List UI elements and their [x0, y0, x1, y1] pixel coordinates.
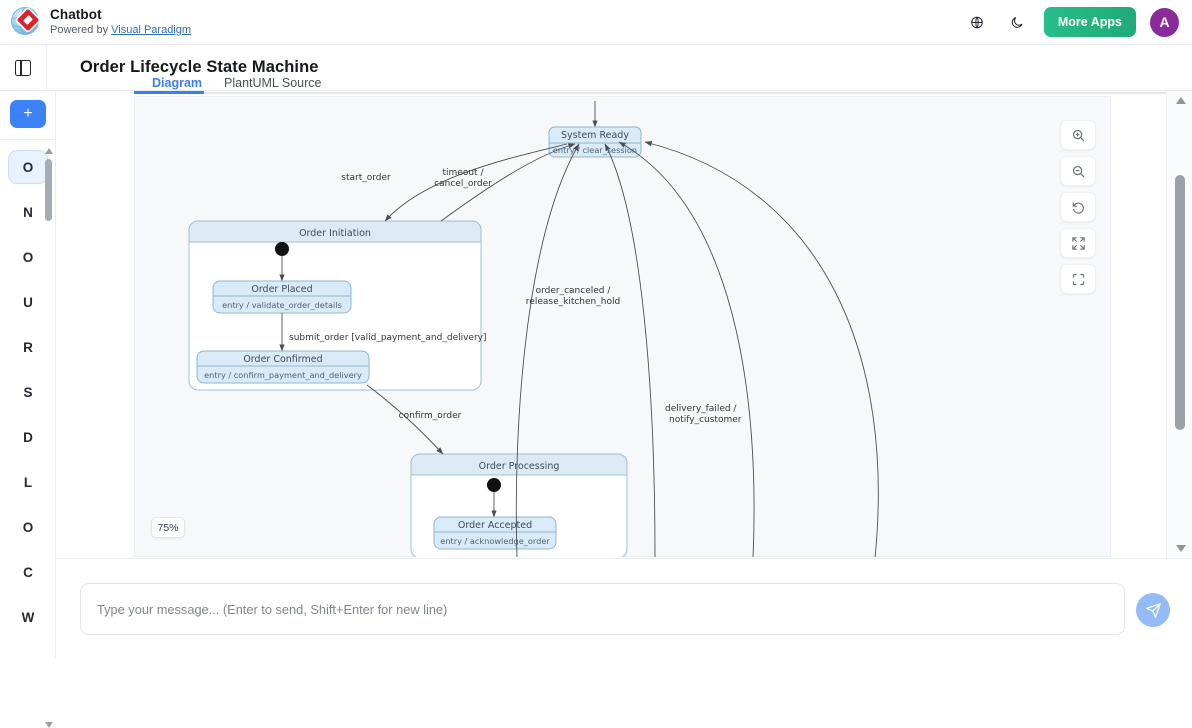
expand-icon[interactable]	[1060, 228, 1096, 258]
message-input[interactable]	[81, 584, 1124, 634]
conversation-item-0[interactable]: O	[8, 150, 48, 184]
conversation-item-7[interactable]: L	[23, 474, 33, 490]
state-label: Order Placed	[251, 284, 312, 295]
viewer-controls	[1060, 120, 1096, 300]
zoom-level-badge: 75%	[151, 517, 185, 538]
conversation-item-9[interactable]: C	[23, 564, 33, 580]
canvas-left-margin	[56, 96, 134, 557]
state-entry-label: entry / clear_session	[553, 145, 637, 155]
vendor-link[interactable]: Visual Paradigm	[111, 23, 192, 36]
moon-icon[interactable]	[1004, 9, 1030, 35]
fit-screen-icon[interactable]	[1060, 264, 1096, 294]
state-label: Order Accepted	[458, 520, 532, 531]
top-bar: Chatbot Powered by Visual Paradigm More …	[0, 0, 1192, 45]
initial-pseudostate	[275, 242, 289, 256]
tab-plantuml-source[interactable]: PlantUML Source	[224, 76, 322, 90]
scroll-up-arrow-icon[interactable]	[1176, 97, 1186, 104]
initial-pseudostate	[487, 478, 501, 492]
tab-bar: Diagram PlantUML Source	[56, 76, 1192, 91]
state-order-placed[interactable]: Order Placed entry / validate_order_deta…	[212, 280, 352, 314]
conversation-item-5[interactable]: S	[23, 384, 33, 400]
transition-label: start_order	[341, 173, 391, 183]
avatar[interactable]: A	[1150, 7, 1179, 37]
rail-scroll-down-arrow-icon[interactable]	[44, 722, 53, 728]
state-label: System Ready	[561, 130, 629, 141]
rail-scroll-thumb[interactable]	[45, 159, 52, 221]
reset-view-icon[interactable]	[1060, 192, 1096, 222]
brand: Chatbot Powered by Visual Paradigm	[0, 7, 191, 37]
state-label: Order Confirmed	[243, 354, 322, 365]
conversation-item-1[interactable]: N	[23, 204, 33, 220]
state-entry-label: entry / validate_order_details	[222, 300, 342, 310]
conversation-item-3[interactable]: U	[23, 294, 33, 310]
document-bar: Order Lifecycle State Machine	[0, 45, 1192, 91]
send-button[interactable]	[1136, 593, 1170, 627]
powered-by: Powered by Visual Paradigm	[50, 24, 191, 37]
conversation-item-6[interactable]: D	[23, 429, 33, 445]
transition-label: notify_customer	[669, 415, 742, 425]
new-chat-button[interactable]: +	[10, 100, 46, 128]
rail-scrollbar[interactable]	[44, 148, 53, 728]
page-title: Order Lifecycle State Machine	[80, 58, 319, 76]
tab-diagram[interactable]: Diagram	[152, 76, 203, 90]
canvas-right-margin	[1111, 96, 1166, 557]
state-machine-diagram: System Ready entry / clear_session Order…	[188, 101, 879, 557]
transition-label: delivery_failed /	[665, 404, 737, 414]
more-apps-button[interactable]: More Apps	[1043, 7, 1136, 37]
conversation-item-4[interactable]: R	[23, 339, 33, 355]
globe-icon[interactable]	[964, 9, 990, 35]
state-label: Order Processing	[479, 461, 560, 472]
scroll-down-arrow-icon[interactable]	[1176, 545, 1186, 552]
state-entry-label: entry / acknowledge_order	[440, 536, 550, 546]
tab-inactive-track	[204, 92, 1192, 94]
viewer-scrollbar[interactable]	[1166, 91, 1192, 558]
message-input-wrapper[interactable]	[80, 583, 1125, 635]
transition-label: order_canceled /	[536, 286, 612, 296]
zoom-out-icon[interactable]	[1060, 156, 1096, 186]
app-title: Chatbot	[50, 7, 102, 23]
state-label: Order Initiation	[299, 228, 371, 239]
state-entry-label: entry / confirm_payment_and_delivery	[204, 370, 362, 380]
conversation-item-2[interactable]: O	[22, 249, 34, 265]
transition-label: timeout /	[443, 168, 485, 178]
diagram-canvas[interactable]: System Ready entry / clear_session Order…	[134, 96, 1111, 557]
state-order-accepted[interactable]: Order Accepted entry / acknowledge_order	[433, 516, 557, 550]
conversation-item-10[interactable]: W	[21, 609, 35, 625]
rail-scroll-up-arrow-icon[interactable]	[44, 148, 53, 154]
tab-strip	[56, 91, 1192, 96]
scroll-thumb[interactable]	[1175, 175, 1185, 430]
conversation-rail: + O N O U R S D L O C W	[0, 91, 56, 728]
transition-label: release_kitchen_hold	[526, 297, 620, 307]
message-composer	[56, 558, 1192, 658]
visual-paradigm-globe-diamond-logo	[11, 7, 41, 37]
diagram-viewport[interactable]: System Ready entry / clear_session Order…	[56, 96, 1166, 557]
conversation-item-8[interactable]: O	[22, 519, 34, 535]
transition-label: submit_order [valid_payment_and_delivery…	[289, 333, 487, 343]
conversation-list[interactable]: O N O U R S D L O C W	[0, 144, 56, 658]
zoom-in-icon[interactable]	[1060, 120, 1096, 150]
state-order-confirmed[interactable]: Order Confirmed entry / confirm_payment_…	[196, 350, 370, 384]
rail-divider	[0, 139, 56, 140]
state-system-ready[interactable]: System Ready entry / clear_session	[548, 126, 642, 158]
transition-label: confirm_order	[399, 411, 462, 421]
sidebar-panel-toggle-icon[interactable]	[0, 45, 47, 90]
transition-label: cancel_order	[434, 179, 492, 189]
tab-active-underline	[134, 91, 204, 94]
powered-by-prefix: Powered by	[50, 23, 112, 36]
